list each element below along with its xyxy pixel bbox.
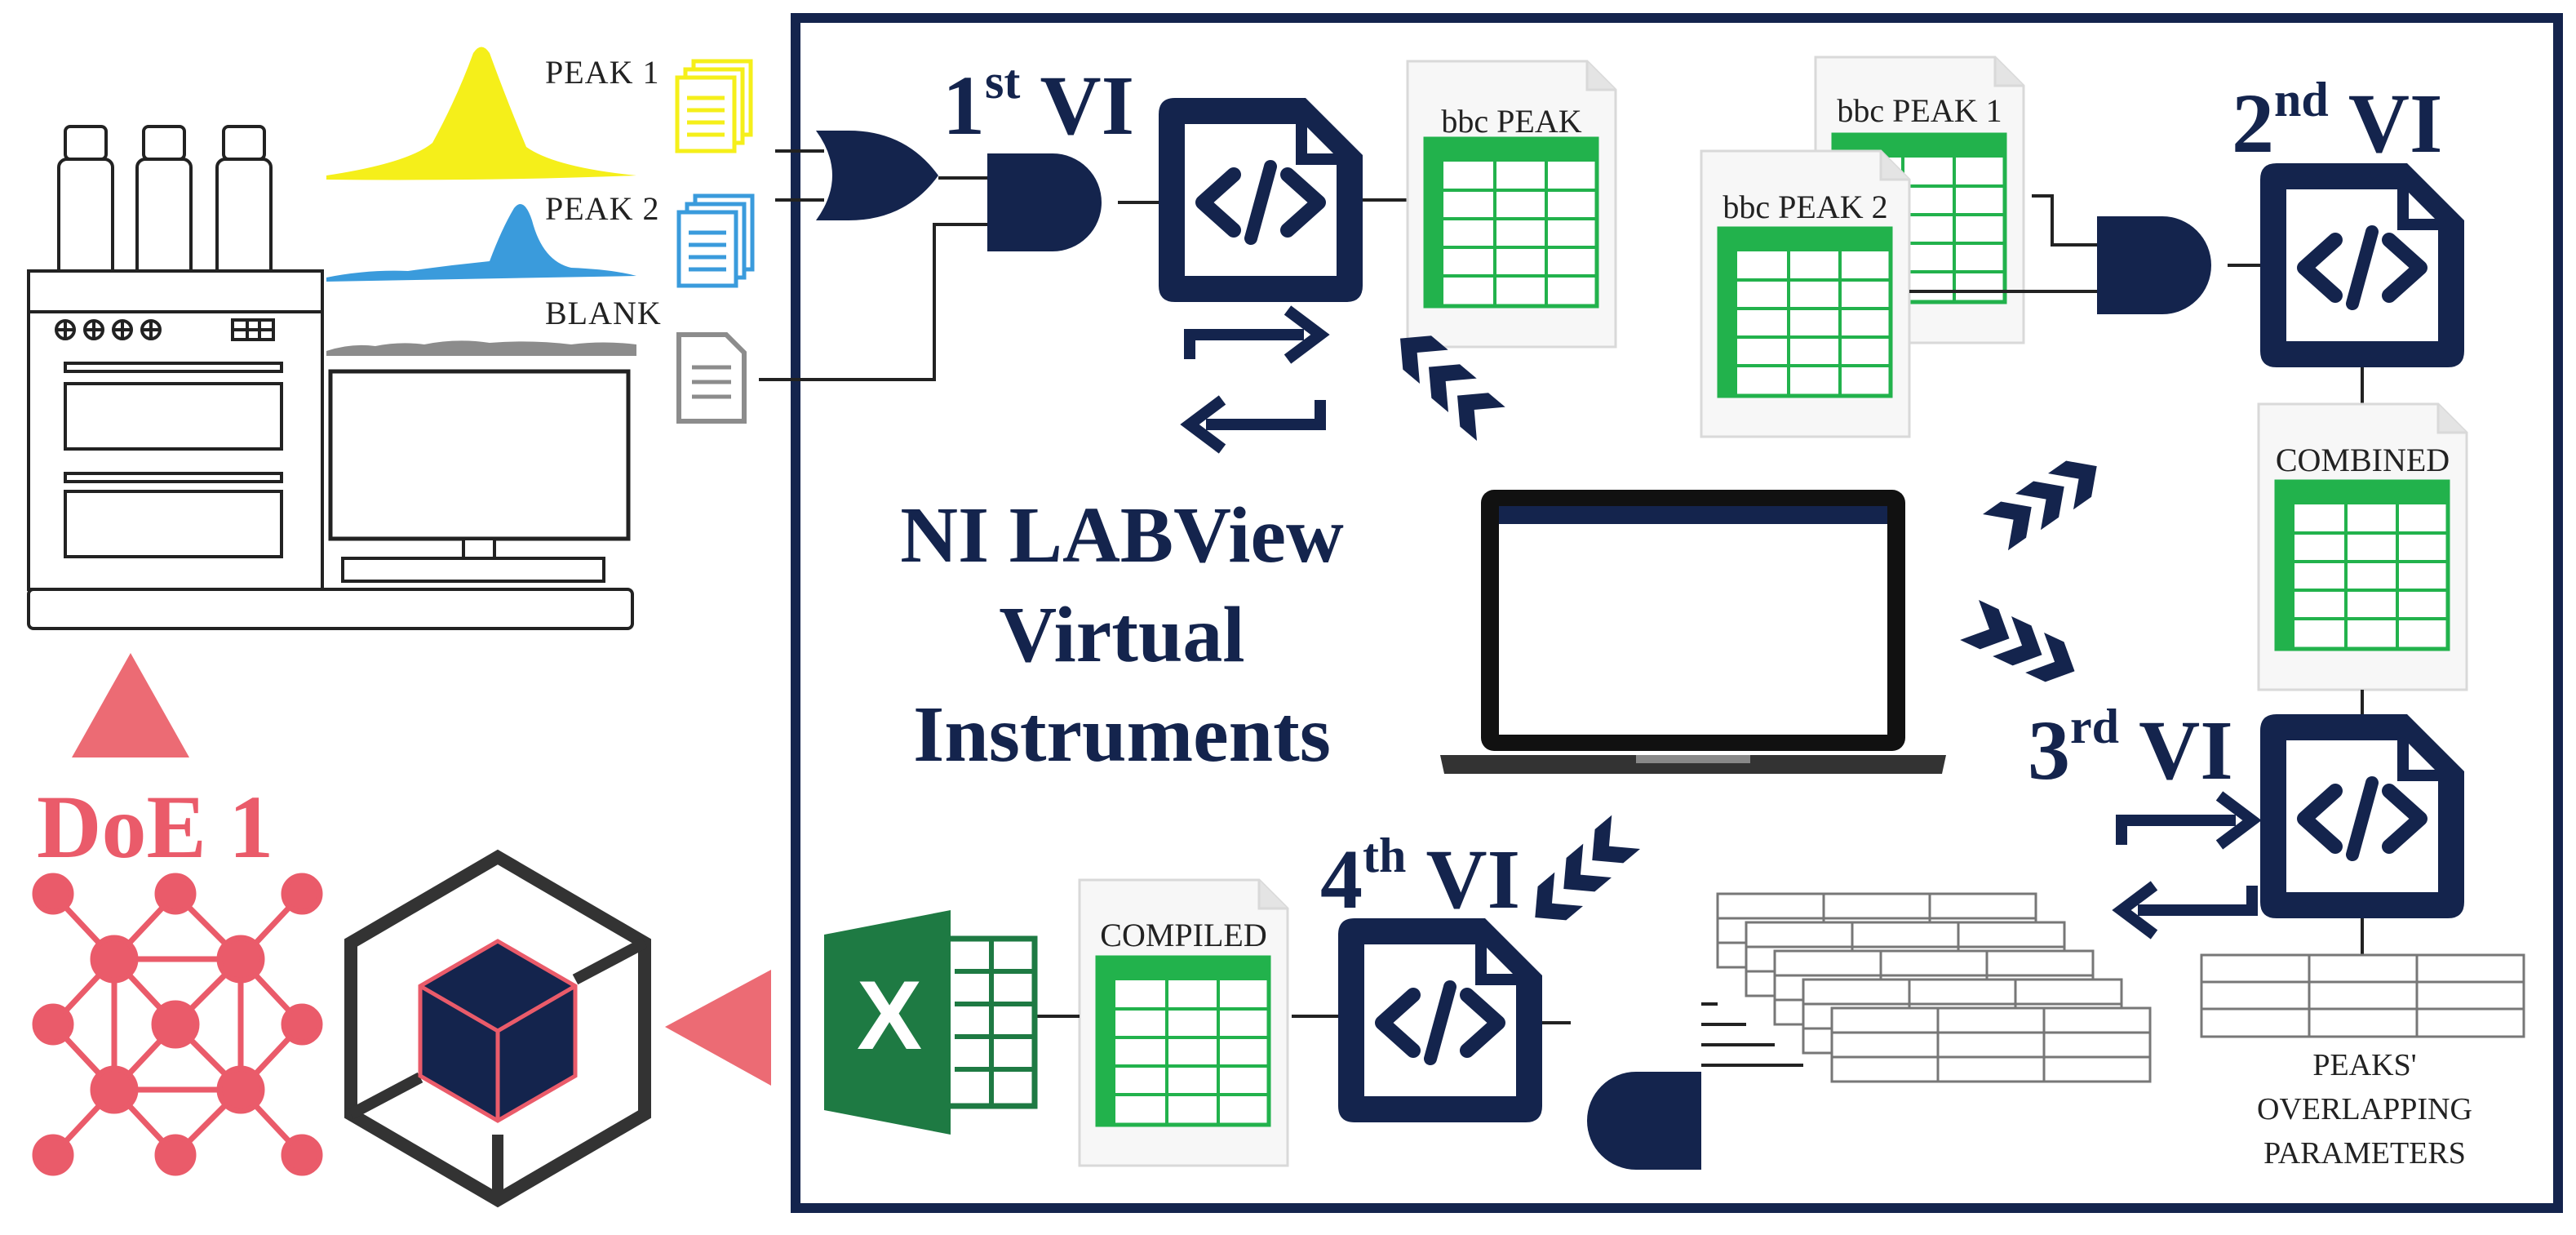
hplc-instrument-icon xyxy=(27,125,634,630)
vi3-title: 3rd VI xyxy=(2028,700,2233,797)
peak2-file-stack-icon xyxy=(679,196,752,286)
blank-label: BLANK xyxy=(545,295,662,331)
labview-title-line2: Virtual xyxy=(999,591,1245,679)
combined-title: COMBINED xyxy=(2275,442,2450,478)
peaks-overlapping-label: PEAKS' OVERLAPPING PARAMETERS xyxy=(2193,1043,2536,1175)
vi2-code-file-icon xyxy=(2260,163,2464,367)
chevron-arrows-to-vi2 xyxy=(1983,448,2110,551)
excel-icon xyxy=(824,910,1038,1135)
vi2-title: 2nd VI xyxy=(2232,73,2443,171)
peaks-overlapping-line1: PEAKS' xyxy=(2312,1048,2417,1082)
input-wires xyxy=(759,149,987,381)
vi1-code-file-icon xyxy=(1159,98,1363,302)
labview-title-line3: Instruments xyxy=(913,691,1331,779)
bbc-peak2-document xyxy=(1700,149,1911,438)
vi4-title: 4th VI xyxy=(1320,829,1521,926)
vi3-swap-arrows-icon xyxy=(2122,796,2252,935)
chevron-arrows-to-vi3 xyxy=(1960,600,2084,691)
vi3-code-file-icon xyxy=(2260,714,2464,918)
and-gate-2-icon xyxy=(2097,216,2211,314)
and-gate-4-icon xyxy=(1587,1072,1701,1170)
doe-left-arrow-icon xyxy=(665,970,771,1086)
or-gate-icon xyxy=(816,131,938,220)
molecule-icon xyxy=(32,873,323,1176)
vi1-title: 1st VI xyxy=(942,55,1135,153)
excel-letter: X xyxy=(856,961,923,1070)
peak1-file-stack-icon xyxy=(677,61,751,151)
cube-icon xyxy=(344,849,651,1208)
labview-title-line1: NI LABView xyxy=(900,491,1344,580)
doe-label: DoE 1 xyxy=(37,777,274,877)
chromatogram-peaks xyxy=(326,47,636,356)
peaks-overlapping-line3: PARAMETERS xyxy=(2263,1136,2466,1171)
bbc-peak1-title: bbc PEAK 1 xyxy=(1837,92,2002,129)
vi4-input-wires xyxy=(1538,1002,1803,1067)
peak1-label: PEAK 1 xyxy=(545,54,660,91)
labview-panel-frame xyxy=(791,13,2563,1213)
stacked-tables xyxy=(1716,892,2152,1083)
bbc-peak2-title: bbc PEAK 2 xyxy=(1723,189,1888,225)
blank-file-icon xyxy=(676,332,747,424)
labview-title: NI LABView Virtual Instruments xyxy=(812,486,1432,784)
doe-up-arrow-icon xyxy=(72,653,189,757)
peak2-label: PEAK 2 xyxy=(545,190,660,227)
and-gate-icon xyxy=(987,153,1102,251)
compiled-title: COMPILED xyxy=(1100,917,1267,953)
chevron-arrows-to-vi4 xyxy=(1520,815,1640,935)
vi1-swap-arrows-icon xyxy=(1190,310,1320,449)
peaks-overlapping-line2: OVERLAPPING xyxy=(2257,1092,2472,1126)
vi2-input-wires xyxy=(1909,194,2097,293)
bbc-peak-title: bbc PEAK xyxy=(1441,103,1582,140)
peaks-overlapping-table xyxy=(2200,953,2525,1038)
vi4-code-file-icon xyxy=(1338,918,1542,1122)
laptop-icon xyxy=(1440,490,1946,774)
